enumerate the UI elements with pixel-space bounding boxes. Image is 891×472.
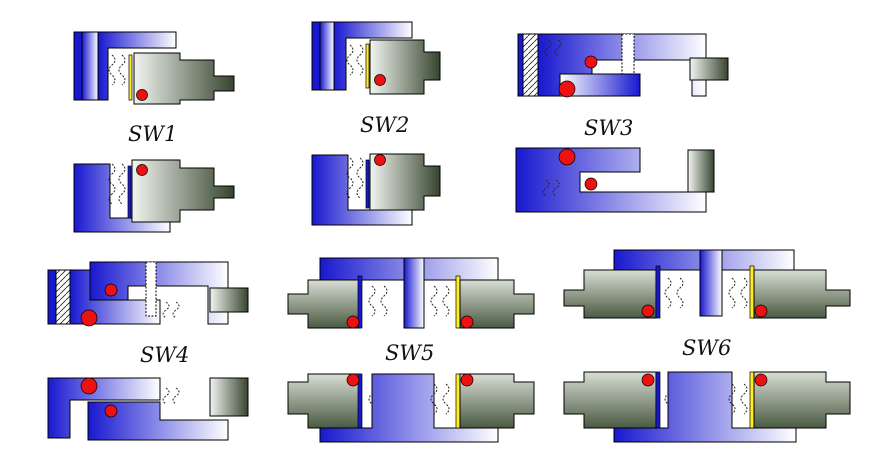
label-sw5: SW5 <box>385 341 434 365</box>
sw3-bottom-assembly <box>515 147 715 213</box>
sw6-bottom-assembly <box>563 371 851 443</box>
sw4-bottom-assembly <box>47 377 249 441</box>
sw2-top-assembly <box>311 21 441 95</box>
label-sw6: SW6 <box>682 336 731 360</box>
label-sw1: SW1 <box>128 122 177 146</box>
sw5-bottom-assembly <box>287 373 535 443</box>
label-sw4: SW4 <box>140 343 189 367</box>
sw1-top-assembly <box>73 31 235 105</box>
label-sw3: SW3 <box>584 116 633 140</box>
sw6-top-assembly <box>563 249 851 319</box>
sw1-bottom-assembly <box>73 159 235 233</box>
sw3-top-assembly <box>517 33 729 98</box>
sw5-top-assembly <box>287 257 535 329</box>
sw4-top-assembly <box>47 261 249 327</box>
label-sw2: SW2 <box>360 113 409 137</box>
sw2-bottom-assembly <box>311 153 441 226</box>
